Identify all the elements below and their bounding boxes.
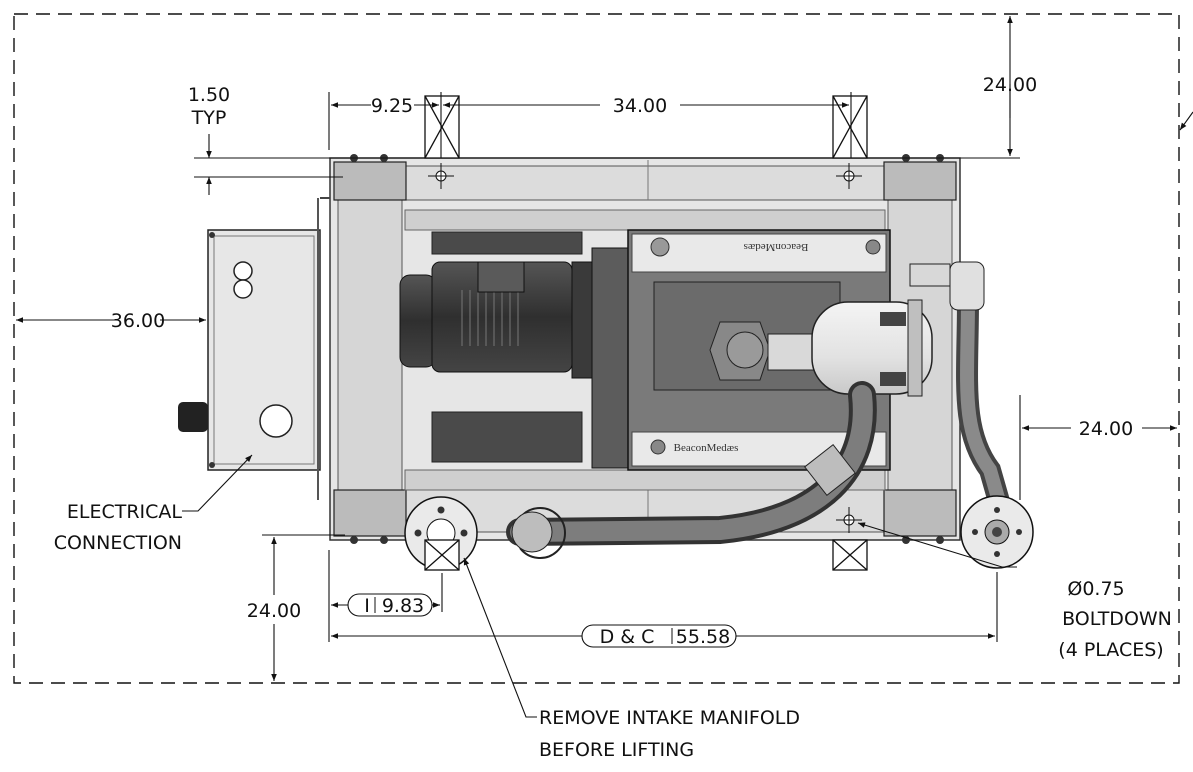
discharge-flange (960, 495, 1034, 569)
frame-rail-left (337, 199, 403, 491)
callout-intake-line1: REMOVE INTAKE MANIFOLD (539, 707, 800, 729)
boltdown-holes (428, 163, 862, 533)
dim-24-left: 24.00 (247, 600, 301, 622)
dim-dc-prefix: D & C (600, 626, 655, 648)
callout-boltdown-line1: Ø0.75 (1067, 578, 1124, 600)
dim-24-right: 24.00 (1079, 418, 1133, 440)
dim-36-00: 36.00 (111, 310, 165, 332)
callout-intake-line2: BEFORE LIFTING (539, 739, 694, 761)
dim-frame-9-83 (347, 593, 433, 617)
callout-electrical-line2: CONNECTION (54, 532, 182, 554)
callout-boltdown-line2: BOLTDOWN (1062, 608, 1172, 630)
dim-34-00: 34.00 (613, 95, 667, 117)
electrical-control-box (178, 197, 330, 500)
dim-dc-value: 55.58 (676, 626, 730, 648)
dim-9-83-prefix: I (364, 595, 370, 617)
dim-9-25: 9.25 (371, 95, 413, 117)
dim-9-83: 9.83 (382, 595, 424, 617)
dim-24-top: 24.00 (983, 74, 1037, 96)
corner-brackets (333, 161, 957, 537)
clearance-envelope (13, 13, 1180, 684)
brand-logo: BeaconMedæs (674, 442, 739, 454)
frame-top-beam (337, 165, 953, 201)
dimension-lines (16, 16, 1193, 681)
vacuum-pump-unit: BeaconMedæs BeaconMedæs (178, 95, 1034, 571)
pump-housing: BeaconMedæs BeaconMedæs (591, 229, 891, 471)
lift-points (424, 95, 868, 571)
dim-frame-dc-55-58 (581, 624, 737, 648)
dim-typ-suffix: TYP (191, 107, 227, 129)
callout-boltdown-line3: (4 PLACES) (1058, 639, 1163, 661)
callout-leaders (182, 454, 1017, 718)
callout-electrical-line1: ELECTRICAL (67, 501, 183, 523)
exhaust-separator-tank (767, 299, 933, 397)
electric-motor (399, 231, 595, 463)
brand-logo-flipped: BeaconMedæs (744, 241, 809, 253)
dim-typ-value: 1.50 (188, 84, 230, 106)
